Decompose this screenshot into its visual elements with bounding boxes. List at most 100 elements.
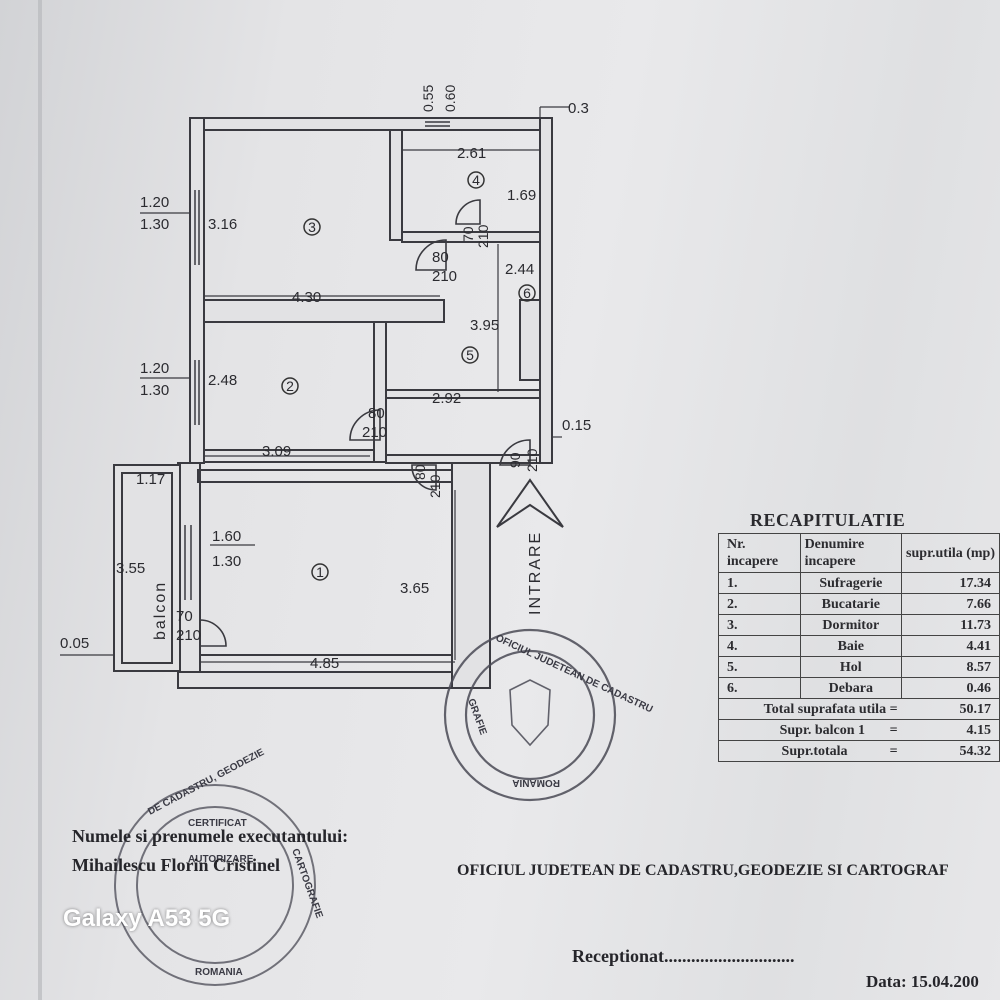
- svg-text:3: 3: [308, 219, 316, 235]
- table-row: 6. Debara 0.46: [718, 677, 1000, 699]
- dim-win3-bottom: 1.30: [140, 216, 169, 233]
- dim-hall-width: 2.92: [432, 390, 461, 407]
- balcony-area-value: 4.15: [901, 719, 1000, 741]
- table-row: 4. Baie 4.41: [718, 635, 1000, 657]
- dim-door4-w: 70: [460, 226, 476, 242]
- recap-header-row: Nr. incapere Denumire incapere supr.util…: [718, 533, 1000, 573]
- table-row: 3. Dormitor 11.73: [718, 614, 1000, 636]
- dim-room2-height: 2.48: [208, 372, 237, 389]
- row-nr: 2.: [718, 593, 801, 615]
- svg-text:2: 2: [286, 378, 294, 394]
- header-area: supr.utila (mp): [901, 533, 1000, 573]
- grand-total-value: 54.32: [901, 740, 1000, 762]
- balcony-label-cell: Supr. balcon 1 =: [717, 719, 902, 741]
- dim-room1-height: 3.65: [400, 580, 429, 597]
- room-number-6: 6: [518, 284, 536, 302]
- dim-win2-bottom: 1.30: [140, 382, 169, 399]
- dim-room3-height: 3.16: [208, 216, 237, 233]
- dim-win1-bottom: 1.30: [212, 553, 241, 570]
- cert-stamp-line2: AUTORIZARE: [188, 854, 254, 865]
- balcony-label: balcon: [152, 581, 169, 640]
- row-name: Debara: [799, 677, 903, 699]
- balcony: [113, 464, 181, 672]
- dim-room1-width: 4.85: [310, 655, 339, 672]
- recap-title: RECAPITULATIE: [750, 510, 906, 530]
- dim-room2-width: 3.09: [262, 443, 291, 460]
- row-area: 4.41: [901, 635, 1000, 657]
- header-nr: Nr. incapere: [718, 533, 801, 573]
- total-value: 50.17: [901, 698, 1000, 720]
- dim-entry-door-w: 90: [507, 452, 523, 468]
- dim-door3-w: 80: [432, 249, 449, 266]
- row-area: 11.73: [901, 614, 1000, 636]
- table-row: 1. Sufragerie 17.34: [718, 572, 1000, 594]
- interior-walls: [197, 129, 541, 673]
- dim-win1-top: 1.60: [212, 528, 241, 545]
- date-line: Data: 15.04.200: [866, 972, 979, 991]
- row-nr: 3.: [718, 614, 801, 636]
- balcony-row: Supr. balcon 1 = 4.15: [717, 719, 1000, 741]
- executor-name: Mihailescu Florin Cristinel: [72, 855, 280, 875]
- dim-win2-top: 1.20: [140, 360, 169, 377]
- cert-stamp-bottom: ROMANIA: [195, 967, 243, 978]
- entry-arrow: [496, 478, 564, 528]
- windows: [184, 121, 450, 600]
- executor-label: Numele si prenumele executantului:: [72, 826, 349, 846]
- row-nr: 1.: [718, 572, 801, 594]
- room-number-2: 2: [281, 377, 299, 395]
- dimension-leaders: [60, 106, 570, 663]
- cert-stamp-line1: CERTIFICAT: [188, 818, 247, 829]
- dim-balcony-length: 3.55: [116, 560, 145, 577]
- dim-room3-width: 4.30: [292, 289, 321, 306]
- row-nr: 5.: [718, 656, 801, 678]
- row-area: 0.46: [901, 677, 1000, 699]
- dim-door4-h: 210: [475, 224, 491, 248]
- row-name: Sufragerie: [799, 572, 903, 594]
- dim-door5-w: 80: [412, 464, 428, 480]
- header-name: Denumire incapere: [799, 533, 903, 573]
- total-row: Total suprafata utila = 50.17: [717, 698, 1000, 720]
- row-name: Bucatarie: [799, 593, 903, 615]
- room-number-5: 5: [461, 346, 479, 364]
- row-area: 8.57: [901, 656, 1000, 678]
- dim-door5-h: 210: [427, 474, 443, 498]
- row-area: 17.34: [901, 572, 1000, 594]
- dim-door3-h: 210: [432, 268, 457, 285]
- equals-sign: =: [889, 743, 898, 759]
- balcony-area-label: Supr. balcon 1: [779, 722, 866, 738]
- grand-total-row: Supr.totala = 54.32: [717, 740, 1000, 762]
- certificate-stamp: [114, 784, 316, 986]
- svg-text:4: 4: [472, 172, 480, 188]
- svg-text:6: 6: [523, 285, 531, 301]
- camera-watermark: Galaxy A53 5G: [63, 905, 231, 932]
- paper-fold-edge: [38, 0, 42, 1000]
- dim-room4-height: 1.69: [507, 187, 536, 204]
- dim-win3-top: 1.20: [140, 194, 169, 211]
- door-swings: [199, 199, 531, 647]
- row-area: 7.66: [901, 593, 1000, 615]
- office-name: OFICIUL JUDETEAN DE CADASTRU,GEODEZIE SI…: [457, 862, 949, 879]
- row-name: Dormitor: [799, 614, 903, 636]
- table-row: 5. Hol 8.57: [718, 656, 1000, 678]
- dim-left-005: 0.05: [60, 635, 89, 652]
- dim-top-right: 0.3: [568, 100, 589, 117]
- received-line: Receptionat.............................: [572, 946, 795, 966]
- cert-stamp-side: CARTOGRAFIE: [289, 847, 324, 920]
- dim-balcony-door-w: 70: [176, 608, 193, 625]
- outer-walls: [177, 117, 553, 689]
- dim-top-055: 0.55: [420, 85, 436, 112]
- entry-label: INTRARE: [527, 531, 544, 615]
- row-nr: 6.: [718, 677, 801, 699]
- dim-balcony-width: 1.17: [136, 471, 165, 488]
- dim-top-060: 0.60: [442, 85, 458, 112]
- office-stamp-bottom: ROMANIA: [512, 777, 560, 788]
- dim-room6-width: 2.44: [505, 261, 534, 278]
- grand-total-label: Supr.totala: [781, 743, 848, 759]
- row-name: Hol: [799, 656, 903, 678]
- table-row: 2. Bucatarie 7.66: [718, 593, 1000, 615]
- svg-text:1: 1: [316, 564, 324, 580]
- grand-total-label-cell: Supr.totala =: [717, 740, 902, 762]
- dim-balcony-door-h: 210: [176, 627, 201, 644]
- row-name: Baie: [799, 635, 903, 657]
